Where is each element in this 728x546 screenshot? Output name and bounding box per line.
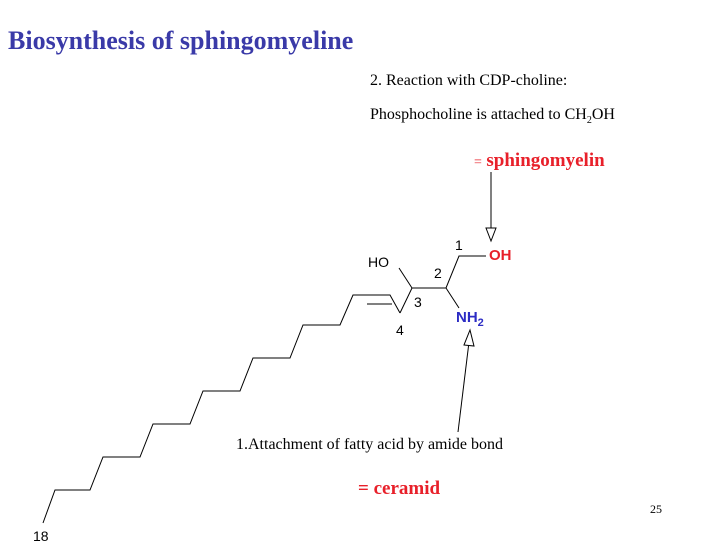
step2-text: Phosphocholine is attached to CH [370, 106, 587, 123]
ceramid-arrow-head [463, 328, 475, 347]
page-number: 25 [650, 502, 662, 516]
sphingomyelin-word: sphingomyelin [486, 150, 605, 171]
carbon-number-3: 3 [414, 294, 422, 310]
amine-label: NH2 [456, 309, 484, 329]
fatty-chain-bonds [42, 294, 401, 524]
step2-description: Phosphocholine is attached to CH2OH [370, 106, 615, 126]
amine-bond [445, 287, 460, 309]
carbon-number-2: 2 [434, 265, 442, 281]
page-title: Biosynthesis of sphingomyeline [8, 26, 354, 55]
step2-heading: 2. Reaction with CDP-choline: [370, 72, 568, 89]
step2-subscript: 2 [586, 115, 592, 127]
step1-description: 1.Attachment of fatty acid by amide bond [236, 436, 504, 453]
amine-subscript: 2 [477, 317, 484, 329]
sphingomyelin-label: = sphingomyelin [474, 150, 605, 172]
primary-oh-label: OH [489, 247, 512, 264]
carbon-number-1: 1 [455, 237, 463, 253]
hydroxyl-label: HO [368, 254, 389, 270]
ceramid-label: = ceramid [358, 478, 441, 499]
ceramid-arrow-line [457, 341, 470, 433]
sphingomyelin-equals: = [474, 155, 482, 170]
carbon-number-4: 4 [396, 322, 404, 338]
sphingomyelin-arrow-head [485, 227, 497, 243]
carbon-number-18: 18 [33, 528, 49, 544]
amine-main: NH [456, 309, 478, 326]
backbone-bonds [399, 255, 486, 314]
hydroxyl-bond [398, 267, 413, 289]
step2-text-end: OH [591, 106, 615, 123]
